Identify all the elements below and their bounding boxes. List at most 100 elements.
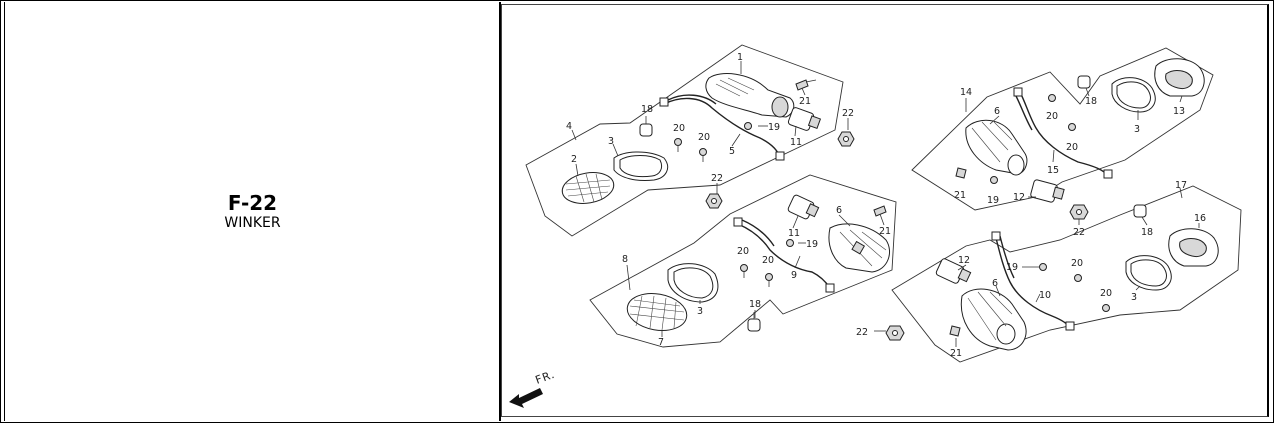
group-box-upper-left	[525, 44, 844, 237]
ref-number: 3	[697, 306, 703, 317]
screw-21-lower-right	[949, 325, 961, 337]
ref-number: 18	[749, 299, 761, 310]
ref-number: 3	[1131, 292, 1137, 303]
screw-21-upper-left	[795, 79, 817, 91]
ref-number: 20	[1100, 288, 1112, 299]
clip-18-lower-left	[747, 312, 761, 332]
grommet-19-lower-left	[786, 239, 794, 247]
screw-20-upper-left	[674, 138, 707, 162]
ref-number: 3	[608, 136, 614, 147]
ref-number: 22	[842, 108, 854, 119]
grommet-19-upper-right	[990, 176, 998, 184]
ref-number: 6	[836, 205, 842, 216]
ref-number: 11	[788, 228, 800, 239]
lens-7	[626, 293, 688, 331]
nut-22-upper	[837, 131, 855, 147]
ref-number: 18	[1085, 96, 1097, 107]
ref-number: 20	[1066, 142, 1078, 153]
socket-11-lower	[787, 194, 820, 220]
socket-12-upper	[1030, 179, 1065, 203]
harness-15	[1013, 87, 1113, 179]
screw-20-lower-right	[1074, 274, 1110, 312]
section-name: WINKER	[224, 215, 281, 231]
panel-divider	[499, 2, 501, 421]
ref-number: 20	[1071, 258, 1083, 269]
gasket-3-lower-left	[667, 263, 719, 303]
ref-number: 3	[1134, 124, 1140, 135]
ref-number: 1	[737, 52, 743, 63]
gasket-3-upper-right	[1111, 77, 1156, 113]
ref-number: 20	[762, 255, 774, 266]
group-box-lower-left	[589, 174, 897, 348]
clip-18-lower-right	[1133, 204, 1147, 218]
ref-number: 5	[729, 146, 735, 157]
ref-number: 13	[1173, 106, 1185, 117]
ref-number: 18	[1141, 227, 1153, 238]
ref-number: 11	[790, 137, 802, 148]
grommet-19-upper-left	[744, 122, 752, 130]
screw-20-lower-left	[740, 264, 773, 287]
ref-number: 22	[1073, 227, 1085, 238]
ref-number: 21	[950, 348, 962, 359]
harness-5	[659, 94, 785, 161]
ref-number: 16	[1194, 213, 1206, 224]
harness-9	[733, 217, 835, 293]
ref-number: 2	[571, 154, 577, 165]
winker-assembly-6-lower-right	[960, 288, 1027, 351]
ref-number: 20	[1046, 111, 1058, 122]
grommet-19-lower-right	[1039, 263, 1047, 271]
ref-number: 22	[856, 327, 868, 338]
clip-18-upper-left	[639, 116, 653, 137]
reference-numbers: 1 2 3 4 5 19 11 21 18 20 20 22 22 8 7 3 …	[566, 52, 1206, 359]
nut-22-middle	[705, 193, 723, 209]
ref-number: 14	[960, 87, 972, 98]
ref-number: 10	[1039, 290, 1051, 301]
ref-number: 6	[994, 106, 1000, 117]
nut-22-right	[1069, 204, 1089, 220]
harness-10	[991, 231, 1075, 331]
ref-number: 7	[658, 337, 664, 348]
ref-number: 17	[1175, 180, 1187, 191]
ref-number: 9	[791, 270, 797, 281]
ref-number: 12	[1013, 192, 1025, 203]
screw-21-lower-left	[873, 205, 887, 217]
ref-number: 4	[566, 121, 572, 132]
lens-16	[1168, 228, 1219, 267]
ref-number: 20	[737, 246, 749, 257]
ref-number: 19	[987, 195, 999, 206]
socket-12-lower	[935, 258, 972, 284]
nut-22-lower	[885, 325, 905, 341]
ref-number: 19	[806, 239, 818, 250]
ref-number: 19	[1006, 262, 1018, 273]
diagram-panel	[501, 4, 1269, 417]
screw-20-upper-right	[1048, 94, 1076, 131]
group-box-lower-right	[891, 185, 1242, 363]
ref-number: 22	[711, 173, 723, 184]
ref-number: 20	[698, 132, 710, 143]
ref-number: 20	[673, 123, 685, 134]
ref-number: 21	[799, 96, 811, 107]
clip-18-upper-right	[1077, 75, 1091, 89]
winker-assembly-1	[705, 73, 795, 118]
winker-assembly-6-upper-right	[965, 119, 1028, 176]
socket-11-upper	[787, 107, 822, 131]
gasket-3-upper-left	[613, 151, 669, 181]
title-panel: F-22 WINKER	[4, 2, 500, 421]
ref-number: 21	[954, 190, 966, 201]
ref-number: 19	[768, 122, 780, 133]
lens-2	[561, 172, 615, 204]
ref-number: 12	[958, 255, 970, 266]
ref-number: 15	[1047, 165, 1059, 176]
screw-21-upper-right	[955, 167, 967, 179]
front-direction-label: FR.	[534, 368, 557, 387]
front-direction-arrow: FR.	[509, 368, 557, 408]
section-code: F-22	[227, 191, 278, 215]
gasket-3-lower-right	[1125, 255, 1172, 291]
lens-13	[1154, 58, 1205, 97]
leader-lines	[571, 61, 1200, 347]
title-block: F-22 WINKER	[5, 192, 500, 232]
winker-assembly-6-lower-left	[828, 223, 890, 273]
ref-number: 6	[992, 278, 998, 289]
